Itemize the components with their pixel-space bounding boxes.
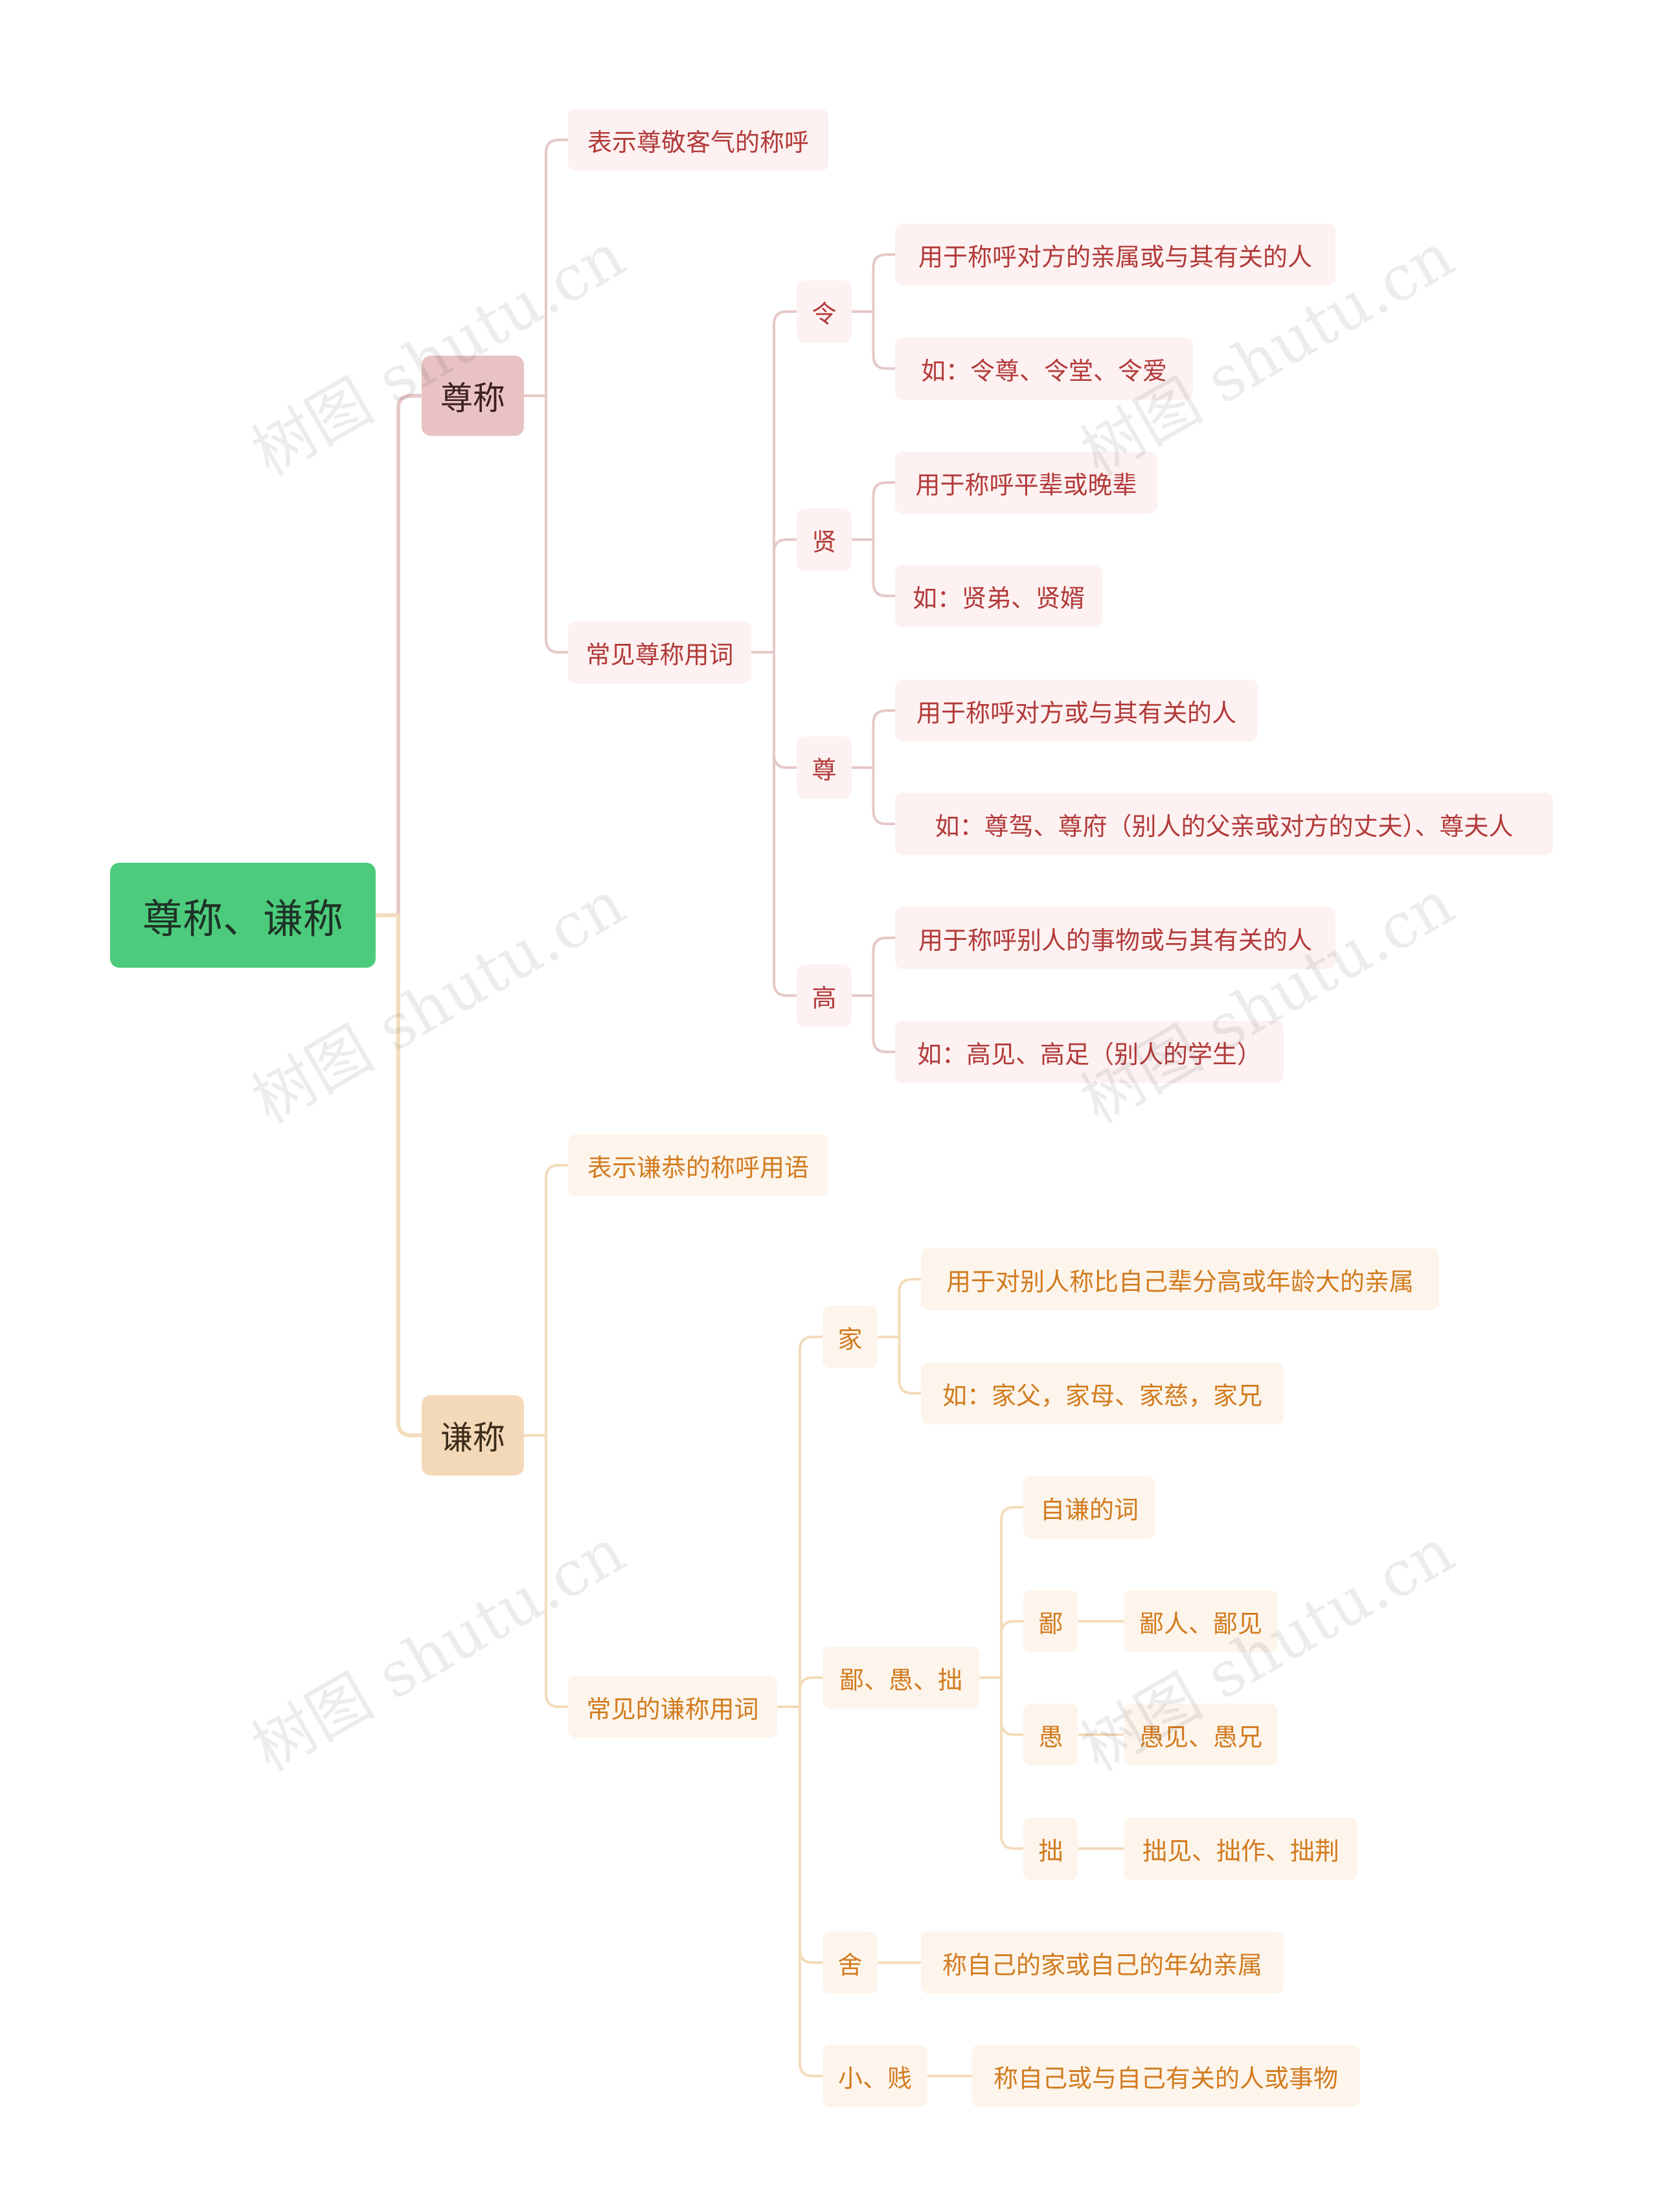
term-zun[interactable]: 尊 xyxy=(797,736,852,799)
connector-n-qc-common xyxy=(776,1336,824,2077)
term-gao[interactable]: 高 xyxy=(797,964,852,1027)
branch-qianchen[interactable]: 谦称 xyxy=(422,1395,524,1476)
qianchen-common-terms[interactable]: 常见的谦称用词 xyxy=(568,1676,777,1738)
connector-root-n-zc xyxy=(376,394,422,917)
gao-usage[interactable]: 用于称呼别人的事物或与其有关的人 xyxy=(895,907,1335,969)
zhuo-example[interactable]: 拙见、拙作、拙荆 xyxy=(1124,1818,1358,1880)
jia-usage[interactable]: 用于对别人称比自己辈分高或年龄大的亲属 xyxy=(921,1248,1439,1310)
connector-n-zun xyxy=(850,709,896,825)
xiao-jian-usage[interactable]: 称自己或与自己有关的人或事物 xyxy=(971,2045,1360,2107)
zunchen-common-terms[interactable]: 常见尊称用词 xyxy=(568,621,751,683)
bi-example[interactable]: 鄙人、鄙见 xyxy=(1124,1590,1278,1652)
jia-example[interactable]: 如：家父，家母、家慈，家兄 xyxy=(921,1362,1284,1424)
gao-example[interactable]: 如：高见、高足（别人的学生） xyxy=(895,1021,1284,1083)
ling-example[interactable]: 如：令尊、令堂、令爱 xyxy=(895,337,1193,400)
connector-n-gao xyxy=(850,937,896,1053)
xian-example[interactable]: 如：贤弟、贤婿 xyxy=(895,565,1102,627)
term-yu[interactable]: 愚 xyxy=(1023,1704,1078,1766)
qianchen-definition[interactable]: 表示谦恭的称呼用语 xyxy=(568,1134,828,1196)
term-she[interactable]: 舍 xyxy=(823,1932,878,1994)
zun-usage[interactable]: 用于称呼对方或与其有关的人 xyxy=(895,679,1258,742)
term-ling[interactable]: 令 xyxy=(797,280,852,343)
term-jia[interactable]: 家 xyxy=(823,1306,878,1368)
zunchen-definition[interactable]: 表示尊敬客气的称呼 xyxy=(568,109,828,171)
connector-n-xian xyxy=(850,481,896,597)
ling-usage[interactable]: 用于称呼对方的亲属或与其有关的人 xyxy=(895,223,1335,286)
term-bi-yu-zhuo[interactable]: 鄙、愚、拙 xyxy=(823,1647,979,1709)
she-usage[interactable]: 称自己的家或自己的年幼亲属 xyxy=(921,1932,1284,1994)
term-bi[interactable]: 鄙 xyxy=(1023,1590,1078,1652)
bi-yu-zhuo-self-humble[interactable]: 自谦的词 xyxy=(1023,1476,1155,1538)
connector-n-zc-common xyxy=(750,310,798,997)
connector-n-zc xyxy=(523,139,569,654)
connector-n-jia xyxy=(876,1278,922,1395)
branch-zunchen[interactable]: 尊称 xyxy=(422,356,524,436)
connector-n-byz xyxy=(978,1506,1025,1850)
term-xiao-jian[interactable]: 小、贱 xyxy=(823,2045,927,2107)
root-node[interactable]: 尊称、谦称 xyxy=(110,863,376,968)
zun-example[interactable]: 如：尊驾、尊府（别人的父亲或对方的丈夫）、尊夫人 xyxy=(895,793,1553,855)
connector-root-n-qc xyxy=(376,913,422,1437)
xian-usage[interactable]: 用于称呼平辈或晚辈 xyxy=(895,451,1157,514)
yu-example[interactable]: 愚见、愚兄 xyxy=(1124,1704,1278,1766)
connector-n-ling xyxy=(850,253,896,370)
connector-n-qc xyxy=(523,1164,569,1708)
term-zhuo[interactable]: 拙 xyxy=(1023,1818,1078,1880)
term-xian[interactable]: 贤 xyxy=(797,508,852,571)
